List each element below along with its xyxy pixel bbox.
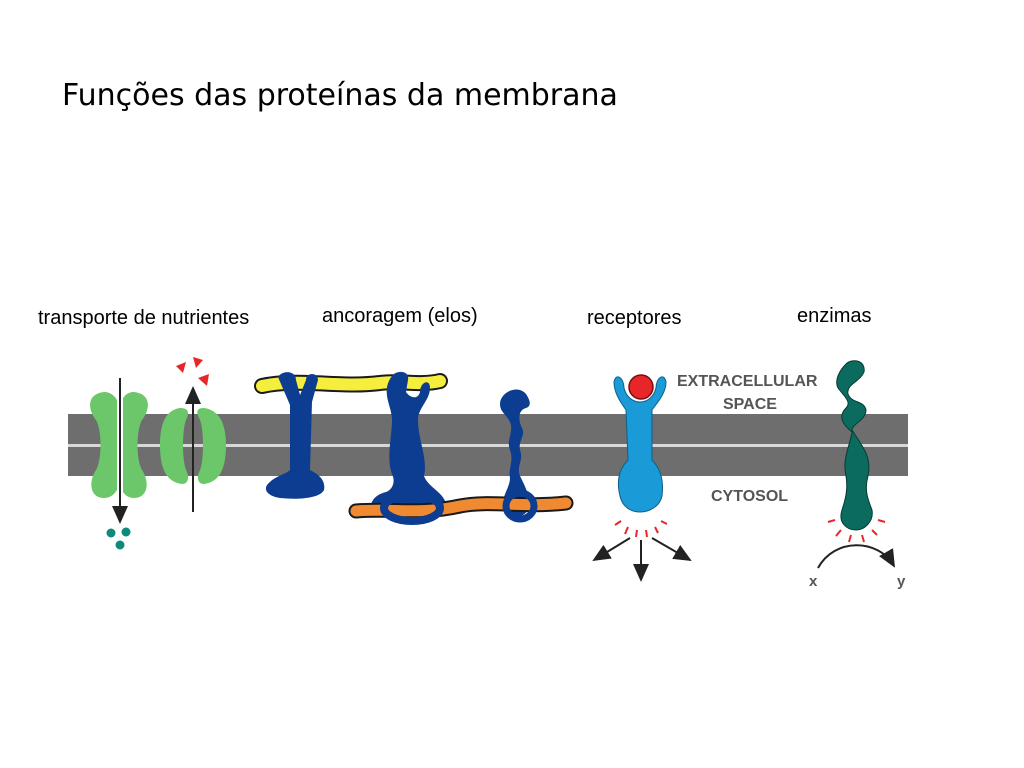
enzyme-protein bbox=[836, 360, 873, 531]
reaction-arrow bbox=[817, 544, 895, 569]
anchor-protein bbox=[371, 371, 447, 519]
label-transport: transporte de nutrientes bbox=[38, 307, 250, 329]
signal-arrow bbox=[651, 537, 692, 562]
product-label: y bbox=[897, 573, 906, 590]
signal-arrow bbox=[592, 537, 631, 562]
label-anchoring: ancoragem (elos) bbox=[322, 305, 478, 327]
anchor-protein bbox=[265, 372, 325, 499]
enzyme-activity-rays bbox=[827, 519, 886, 543]
exported-particle bbox=[176, 362, 186, 373]
transporter-left-half-b bbox=[118, 392, 148, 498]
extracellular-label-line1: EXTRACELLULAR bbox=[677, 373, 818, 390]
transporter-right-half-b bbox=[197, 408, 226, 484]
nutrient-dot bbox=[106, 528, 116, 538]
label-receptors: receptores bbox=[587, 307, 682, 329]
receptor-group: EXTRACELLULAR SPACE CYTOSOL bbox=[592, 373, 818, 582]
enzyme-group: x y bbox=[809, 360, 906, 590]
exported-particle bbox=[193, 357, 203, 368]
nutrient-dot bbox=[115, 540, 125, 550]
receptor-protein bbox=[613, 376, 667, 513]
slide-title: Funções das proteínas da membrana bbox=[62, 78, 618, 113]
transporter-left-half-a bbox=[90, 392, 122, 498]
substrate-label: x bbox=[809, 573, 818, 590]
transporter-right-half-a bbox=[160, 408, 189, 484]
cytosol-label: CYTOSOL bbox=[711, 488, 788, 505]
label-enzymes: enzimas bbox=[797, 305, 872, 327]
anchor-loop bbox=[380, 491, 444, 525]
anchor-protein bbox=[500, 389, 530, 517]
extracellular-label-line2: SPACE bbox=[723, 396, 777, 413]
anchoring-group bbox=[254, 371, 574, 525]
exported-particle bbox=[198, 374, 209, 386]
nutrient-dot bbox=[121, 527, 131, 537]
ligand bbox=[628, 374, 654, 400]
signal-rays bbox=[614, 520, 668, 538]
anchor-loop bbox=[502, 489, 538, 523]
transport-group bbox=[90, 357, 226, 550]
